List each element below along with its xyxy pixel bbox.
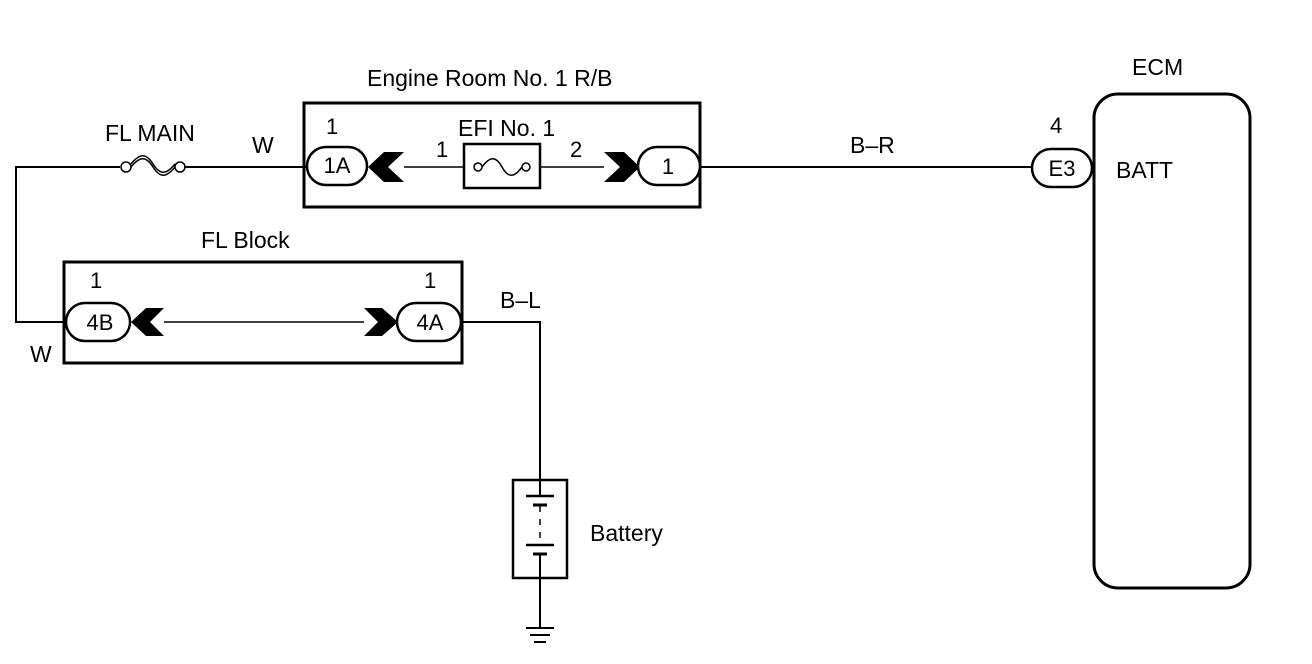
wires <box>15 166 1032 628</box>
wire-color-b-r: B–R <box>850 132 895 158</box>
connector-4a-label: 4A <box>417 310 444 335</box>
efi-pin-in-label: 1 <box>436 137 448 162</box>
fl-block-box <box>62 260 464 365</box>
fl-main-label: FL MAIN <box>105 120 195 146</box>
battery-label: Battery <box>590 520 663 546</box>
terminal-arrow-1a <box>368 152 404 182</box>
terminal-arrow-4b <box>131 308 164 336</box>
connector-4b <box>64 301 132 343</box>
connector-e3-label: E3 <box>1049 156 1076 181</box>
ecm-box <box>1092 92 1252 590</box>
connector-1a <box>305 145 369 187</box>
wire-b-l <box>462 321 541 480</box>
engine-room-rb-box <box>302 101 702 209</box>
battery-icon <box>526 480 554 578</box>
connector-e3 <box>1030 147 1094 189</box>
terminal-arrow-rb-out <box>604 152 640 182</box>
connector-4b-label: 4B <box>87 310 114 335</box>
efi-no1-label: EFI No. 1 <box>458 115 555 141</box>
fl-main-fuse <box>120 155 186 176</box>
wire-color-w-bottom: W <box>30 341 52 367</box>
efi-fuse-icon <box>473 158 531 176</box>
fl-block-in-pin-label: 1 <box>424 268 436 293</box>
connector-4a <box>395 301 463 343</box>
fl-block-title: FL Block <box>201 227 290 253</box>
ecm-title: ECM <box>1132 54 1183 80</box>
ecm-pin-label: 4 <box>1050 113 1062 138</box>
batt-terminal-label: BATT <box>1116 157 1173 183</box>
connector-rb-out-label: 1 <box>662 154 674 179</box>
wire-color-w-top: W <box>252 132 274 158</box>
ground-icon <box>526 627 554 643</box>
efi-pin-out-label: 2 <box>570 137 582 162</box>
wire-w-left <box>15 166 120 323</box>
terminal-arrow-4a <box>364 308 398 336</box>
connector-1a-label: 1A <box>324 153 351 178</box>
wire-color-b-l: B–L <box>500 287 541 313</box>
fl-block-out-pin-label: 1 <box>90 268 102 293</box>
engine-room-rb-title: Engine Room No. 1 R/B <box>367 65 612 91</box>
connector-rb-out <box>636 145 702 187</box>
rb-in-pin-label: 1 <box>326 114 338 139</box>
